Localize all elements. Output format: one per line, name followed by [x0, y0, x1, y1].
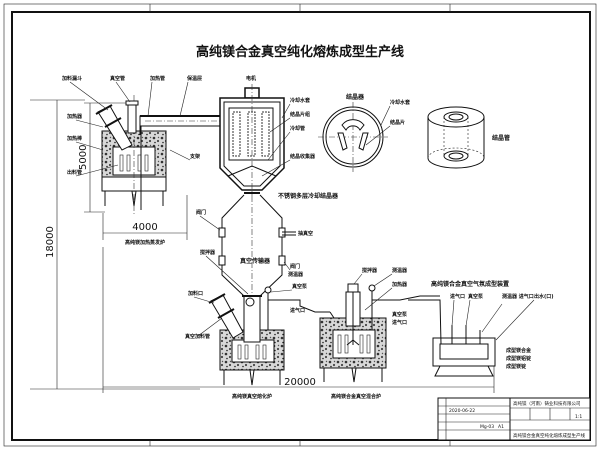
drawing-label: 不锈钢多层冷却结晶器 — [278, 192, 339, 200]
inner-border — [11, 11, 591, 441]
drawing-label: 支架 — [189, 153, 200, 160]
alloy-furnace-labels: 搅拌器 测温器 加热器 真空泵 进气口 高纯镁合金真空混合炉 — [331, 267, 408, 400]
drawing-label: A1 — [498, 424, 504, 430]
alloy-mixing-furnace — [319, 283, 440, 383]
drawing-label: 高纯镁加热蒸发炉 — [125, 239, 165, 246]
drawing-label: 加料漏斗 — [61, 75, 82, 82]
crystallizer-top-view: 结晶器 冷却水套 结晶片 — [318, 93, 410, 172]
drawing-label: 进气口 — [290, 307, 305, 314]
drawing-label: 进气口 — [450, 293, 465, 300]
drawing-label: 冷却管 — [290, 125, 305, 132]
drawing-label: 高纯镁真空熔化炉 — [232, 393, 272, 400]
drawing-title: 高纯镁合金真空纯化熔炼成型生产线 — [196, 44, 404, 60]
drawing-label: 真空泵 — [468, 293, 484, 300]
drawing-label: 冷却水套 — [290, 97, 310, 104]
drawing-label: 进气口 — [392, 319, 407, 326]
drawing-label: 结晶器 — [346, 93, 365, 101]
crystallizer — [219, 84, 285, 196]
border-ticks — [149, 4, 451, 446]
drawing-label: 测温器 — [288, 271, 304, 278]
forming-device — [408, 299, 496, 377]
drawing-label: 结晶片组 — [290, 111, 310, 118]
drawing-label: 1:1 — [575, 414, 582, 420]
drawing-label: 加热器 — [391, 281, 408, 288]
drawing-label: 电机 — [246, 75, 256, 82]
drawing-label: 抽真空 — [297, 230, 313, 237]
drawing-label: 冷却水套 — [390, 99, 410, 106]
vacuum-melting-furnace — [208, 286, 330, 386]
drawing-label: 阀门 — [196, 209, 206, 216]
forming-device-labels: 高纯镁合金真空气氛成型装置 进气口 真空泵 测温器 进气口 出水(口) 成型镁合… — [431, 280, 554, 370]
drawing-label: 高纯镁合金真空混合炉 — [331, 393, 381, 400]
drawing-label: 5000 — [78, 145, 89, 170]
drawing-label: 结晶片 — [390, 119, 405, 126]
drawing-label: 成型镁锭 — [506, 363, 526, 370]
drawing-label: 出水(口) — [534, 293, 554, 300]
crystallizer-labels: 电机 冷却水套 结晶片组 冷却管 结晶收集器 不锈钢多层冷却结晶器 — [246, 75, 339, 200]
drawing-label: 搅拌器 — [200, 249, 216, 256]
drawing-label: 保温层 — [186, 75, 202, 82]
drawing-label: 结晶收集器 — [290, 153, 316, 160]
drawing-label: 结晶管 — [492, 134, 510, 142]
drawing-label: 高纯镁合金真空纯化熔炼成型生产线 — [513, 432, 585, 439]
drawing-label: 20000 — [284, 377, 316, 388]
drawing-label: 加热棒 — [66, 135, 83, 142]
dimension-4000: 4000 高纯镁加热蒸发炉 — [102, 195, 188, 246]
drawing-label: 测温器 — [392, 267, 408, 274]
drawing-label: 出料管 — [67, 169, 82, 176]
heating-furnace-labels: 加料漏斗 真空管 加热管 保温层 加热器 加热棒 出料管 支架 — [61, 75, 202, 177]
dimension-5000: 5000 — [78, 102, 126, 213]
heating-furnace — [95, 95, 221, 215]
drawing-label: 真空传输器 — [240, 257, 271, 265]
drawing-label: 真空泵 — [392, 311, 408, 318]
drawing-label: 测温器 进气口 — [502, 293, 534, 300]
drawing-label: 加热管 — [149, 75, 165, 82]
drawing-label: 真空加料管 — [185, 333, 210, 340]
drawing-label: 4000 — [132, 222, 157, 233]
drawing-label: 18000 — [45, 226, 56, 258]
drawing-label: 成型镁铝锭 — [506, 355, 531, 362]
drawing-label: 加热器 — [66, 113, 83, 120]
drawing-label: Mg-03 — [480, 424, 494, 430]
vacuum-transfer: 抽真空 真空传输器 阀门 阀门 — [196, 194, 313, 297]
drawing-label: 高纯镁合金真空气氛成型装置 — [431, 280, 509, 288]
title-block: 高纯镁（河南）铸业科技有限公司 2020-06-22 Mg-03 A1 1:1 … — [437, 397, 591, 441]
drawing-label: 2020-06-22 — [449, 408, 475, 414]
drawing-label: 真空管 — [110, 75, 125, 82]
melting-furnace-labels: 加料口 真空加料管 搅拌器 测温器 真空泵 进气口 高纯镁真空熔化炉 — [185, 249, 308, 400]
drawing-label: 高纯镁（河南）铸业科技有限公司 — [513, 400, 581, 407]
dimension-18000: 18000 — [30, 99, 200, 390]
crystallizer-3d-view: 结晶管 — [427, 106, 510, 169]
drawing-label: 加料口 — [187, 290, 203, 297]
drawing-label: 真空泵 — [292, 283, 308, 290]
drawing-label: 阀门 — [290, 263, 300, 270]
drawing-label: 成型镁合金 — [506, 347, 532, 354]
drawing-label: 搅拌器 — [362, 267, 378, 274]
